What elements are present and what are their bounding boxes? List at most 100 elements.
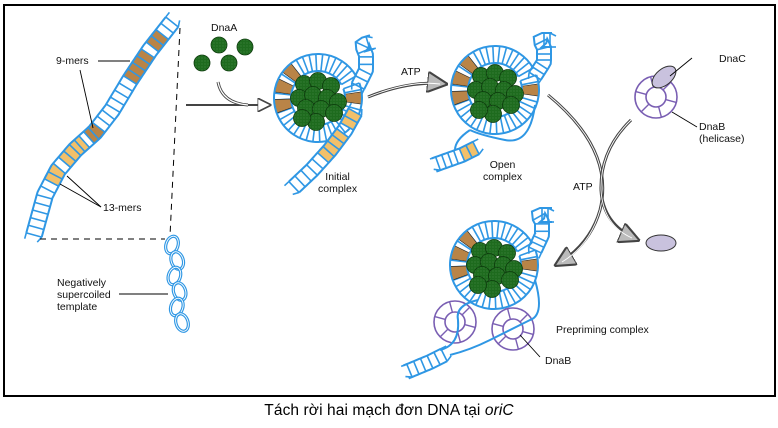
dna-rung (519, 100, 536, 110)
helicase-spoke (434, 315, 446, 321)
open-complex (429, 32, 557, 173)
dna-rung (274, 92, 292, 96)
dna-rung (521, 80, 539, 86)
dna-rung (506, 288, 517, 304)
dna-rung (36, 194, 53, 200)
dnaB-dnaC-complex (634, 65, 678, 119)
dna-rung (520, 96, 538, 103)
dna-rung (308, 54, 314, 72)
label-open-complex: Open complex (483, 159, 522, 183)
dna-rung (426, 355, 434, 369)
dnaA-texture (221, 55, 237, 71)
helicase-spoke (497, 335, 507, 345)
dna-rung (534, 38, 548, 46)
dna-rung (295, 59, 306, 75)
dnaA-texture (211, 37, 227, 53)
dnaA-texture (304, 86, 322, 104)
helicase-spoke (522, 330, 534, 336)
dna-rung (127, 68, 142, 79)
helicase-spoke (665, 98, 677, 104)
dnaA-texture (501, 271, 519, 289)
dna-end (23, 232, 28, 239)
dna-rung (63, 150, 77, 162)
dna-rung (456, 240, 472, 251)
label-dnaB: DnaB (545, 355, 572, 367)
dna-rung (478, 48, 487, 66)
dna-rung (122, 75, 138, 85)
dna-rung (82, 131, 95, 145)
dna-rung (452, 150, 460, 165)
label-line: DnaB (699, 121, 726, 133)
dna-end (538, 252, 543, 259)
dna-end (549, 32, 557, 37)
supercoil-loop-inner (175, 313, 189, 332)
dna-end (347, 102, 353, 109)
dna-rung (434, 156, 442, 171)
dna-rung (160, 22, 174, 34)
dna-rung (509, 52, 520, 68)
initial-complex (273, 34, 376, 196)
dna-strand (288, 107, 350, 183)
dna-rung (336, 127, 350, 139)
dna-rung (145, 41, 160, 53)
supercoil-loop-inner (167, 266, 182, 286)
helicase-spoke (662, 81, 672, 91)
supercoiled-template (164, 234, 190, 333)
dna-end (360, 88, 365, 95)
dna-rung (150, 35, 165, 47)
dna-rung (472, 51, 483, 67)
dna-strand (350, 34, 371, 84)
label-line: Negatively (57, 277, 107, 289)
dna-rung (34, 201, 51, 208)
dna-rung (535, 61, 549, 70)
dna-rung (484, 221, 490, 239)
dna-end (165, 11, 171, 18)
dna-rung (446, 152, 454, 167)
dna-rung (47, 170, 63, 180)
dna-rung (440, 154, 448, 169)
dna-rung (68, 143, 82, 157)
dna-end (429, 156, 436, 160)
dna-rung (288, 180, 300, 194)
ssdna-strand (469, 104, 536, 142)
dna-rung (519, 249, 536, 257)
leader-lines (59, 60, 168, 295)
dna-rung (508, 227, 519, 243)
helicase-spoke (439, 328, 449, 338)
dna-strand (449, 220, 539, 310)
dna-rung (505, 49, 514, 66)
dnaA-texture (483, 280, 501, 298)
dnaA-texture (484, 105, 502, 123)
dna-rung (485, 46, 491, 64)
dnaA-texture (307, 113, 325, 131)
dna-rung (30, 216, 47, 223)
dna-strand (363, 41, 375, 90)
dna-rung (320, 54, 324, 72)
helicase-spoke (657, 106, 663, 118)
dna-rung (496, 221, 500, 239)
dna-rung (165, 16, 179, 28)
dna-rung (497, 46, 501, 64)
dna-strand (528, 32, 552, 73)
caption-oric: oriC (484, 402, 514, 419)
label-atp-2: ATP (573, 181, 593, 193)
label-initial-complex: Initial complex (318, 171, 357, 195)
dna-rung (96, 115, 111, 127)
dnaA-texture (480, 253, 498, 271)
dna-rung (348, 107, 362, 117)
helicase-spoke (519, 313, 529, 323)
dna-rung (101, 109, 116, 121)
dna-rung (40, 185, 56, 195)
dna-rung (44, 178, 59, 187)
dna-rung (465, 144, 473, 159)
dna-rung (532, 212, 546, 221)
dna-rung (326, 140, 340, 151)
dna-end (527, 72, 530, 79)
helicase-inner (444, 311, 466, 333)
dna-strand (40, 26, 180, 238)
dnaA-texture (325, 104, 343, 122)
dna-rung (511, 231, 525, 246)
dna-rung (519, 271, 537, 278)
dna-rung (322, 145, 335, 158)
